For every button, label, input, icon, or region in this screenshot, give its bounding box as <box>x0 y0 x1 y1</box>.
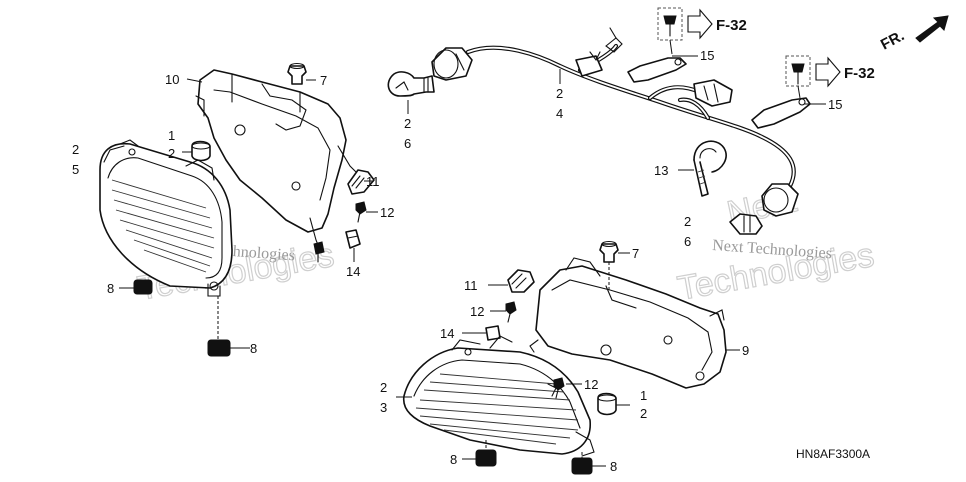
lower-stay <box>751 97 811 129</box>
lower-lock-clip <box>485 325 501 341</box>
callout-1-lower-rubber: 1 <box>640 388 647 403</box>
upper-rubber-mount <box>191 140 211 162</box>
callout-10-upper-housing: 10 <box>165 72 179 87</box>
ref-f32-upper-label: F-32 <box>716 17 747 34</box>
front-direction-arrow: FR. <box>878 15 949 54</box>
upper-clip <box>347 169 375 195</box>
right-bulb <box>729 213 763 235</box>
left-bulb <box>387 71 435 97</box>
callout-14-lower-clip: 14 <box>440 326 454 341</box>
callout-7-lower-grommet: 7 <box>632 246 639 261</box>
lower-screw-b <box>553 377 565 399</box>
upper-housing-grommet <box>287 62 307 85</box>
lower-left-grommet <box>475 449 497 467</box>
harness-band <box>693 140 727 197</box>
callout-5-upper-lens: 5 <box>72 162 79 177</box>
callout-14-upper-clip: 14 <box>346 264 360 279</box>
upper-lower-screw <box>313 241 325 263</box>
callout-9-lower-housing: 9 <box>742 343 749 358</box>
callout-2-lower-lens: 2 <box>380 380 387 395</box>
callout-2-bulb-left: 2 <box>404 116 411 131</box>
callout-2-bulb-right: 2 <box>684 214 691 229</box>
callout-12-lower-screw-b: 12 <box>584 377 598 392</box>
callout-8-lower-right-grommet: 8 <box>610 459 617 474</box>
upper-lock-clip <box>345 229 361 249</box>
callout-7-upper-grommet: 7 <box>320 73 327 88</box>
direction-label: FR. <box>878 27 907 53</box>
callout-8-lower-left-grommet: 8 <box>450 452 457 467</box>
callout-6-bulb-right: 6 <box>684 234 691 249</box>
callout-2-upper-rubber: 2 <box>168 146 175 161</box>
callout-2-upper-lens: 2 <box>72 142 79 157</box>
wiring-harness <box>431 43 799 217</box>
ref-f32-lower: F-32 <box>785 55 875 88</box>
callout-11-lower-clip: 11 <box>464 278 478 293</box>
callout-8-upper-left-grommet: 8 <box>107 281 114 296</box>
callout-13-band: 13 <box>654 163 668 178</box>
upper-lens-assembly <box>99 139 233 297</box>
lower-housing-grommet <box>599 240 619 290</box>
callout-8-upper-bottom-grommet: 8 <box>250 341 257 356</box>
callout-15-upper-stay: 15 <box>700 48 714 63</box>
upper-screw <box>355 201 367 223</box>
callout-12-lower-screw-a: 12 <box>470 304 484 319</box>
callout-15-lower-stay: 15 <box>828 97 842 112</box>
lower-right-grommet <box>571 457 593 475</box>
callout-11-upper-clip: 11 <box>366 174 380 189</box>
ref-f32-upper: F-32 <box>657 7 747 41</box>
lower-clip <box>507 269 535 293</box>
callout-6-bulb-left: 6 <box>404 136 411 151</box>
lower-lens-assembly <box>402 335 595 457</box>
lower-housing <box>529 257 727 389</box>
callout-2-lower-rubber: 2 <box>640 406 647 421</box>
callout-12-upper-screw: 12 <box>380 205 394 220</box>
callout-2-harness: 2 <box>556 86 563 101</box>
upper-left-grommet <box>133 279 153 295</box>
callout-4-harness: 4 <box>556 106 563 121</box>
ref-f32-lower-label: F-32 <box>844 65 875 82</box>
diagram-code: HN8AF3300A <box>796 447 870 461</box>
lower-screw-a <box>505 301 517 323</box>
upper-bottom-grommet <box>207 339 231 357</box>
callouts: 10 7 1 2 2 5 11 12 14 8 8 2 6 2 4 15 15 … <box>72 48 842 474</box>
upper-stay <box>605 27 687 83</box>
callout-1-upper-rubber: 1 <box>168 128 175 143</box>
lower-rubber-mount <box>597 392 617 416</box>
callout-3-lower-lens: 3 <box>380 400 387 415</box>
